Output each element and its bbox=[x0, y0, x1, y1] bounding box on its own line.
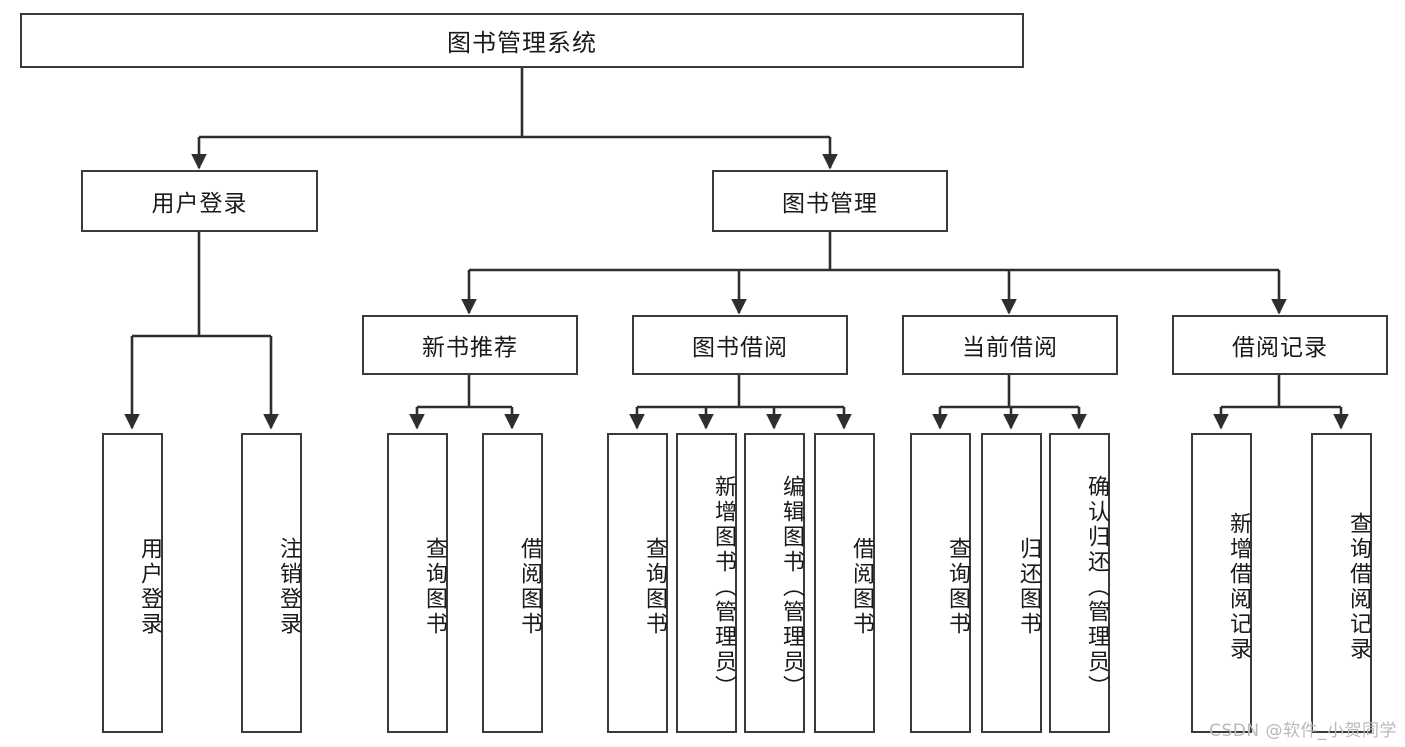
node-label: 查询图书 bbox=[422, 537, 447, 637]
node-label: 借阅记录 bbox=[1232, 335, 1328, 361]
node-label: 用户登录 bbox=[151, 191, 248, 217]
leaf-borrow-book-nb[interactable]: 借阅图书 bbox=[482, 433, 543, 733]
node-label: 借阅图书 bbox=[849, 537, 874, 637]
leaf-confirm-return-admin[interactable]: 确认归还（管理员） bbox=[1049, 433, 1110, 733]
node-label: 查询图书 bbox=[945, 537, 970, 637]
leaf-query-borrow-record[interactable]: 查询借阅记录 bbox=[1311, 433, 1372, 733]
node-label: 当前借阅 bbox=[962, 335, 1058, 361]
node-label: 新书推荐 bbox=[422, 335, 518, 361]
node-book-management[interactable]: 图书管理 bbox=[712, 170, 948, 232]
leaf-logout[interactable]: 注销登录 bbox=[241, 433, 302, 733]
node-book-borrow[interactable]: 图书借阅 bbox=[632, 315, 848, 375]
leaf-add-book-admin[interactable]: 新增图书（管理员） bbox=[676, 433, 737, 733]
leaf-return-book[interactable]: 归还图书 bbox=[981, 433, 1042, 733]
leaf-edit-book-admin[interactable]: 编辑图书（管理员） bbox=[744, 433, 805, 733]
watermark-text: CSDN @软件_小贺同学 bbox=[1209, 721, 1397, 741]
leaf-add-borrow-record[interactable]: 新增借阅记录 bbox=[1191, 433, 1252, 733]
leaf-query-book-nb[interactable]: 查询图书 bbox=[387, 433, 448, 733]
node-user-login[interactable]: 用户登录 bbox=[81, 170, 318, 232]
node-label: 查询借阅记录 bbox=[1346, 512, 1371, 662]
leaf-user-login[interactable]: 用户登录 bbox=[102, 433, 163, 733]
node-label: 图书管理 bbox=[782, 191, 878, 217]
node-label: 新增借阅记录 bbox=[1226, 512, 1251, 662]
node-label: 用户登录 bbox=[137, 537, 162, 637]
node-label: 图书借阅 bbox=[692, 335, 788, 361]
node-label: 注销登录 bbox=[276, 537, 301, 637]
node-label: 图书管理系统 bbox=[447, 29, 597, 57]
node-label: 借阅图书 bbox=[517, 537, 542, 637]
leaf-query-book-cb[interactable]: 查询图书 bbox=[910, 433, 971, 733]
node-new-book-recommend[interactable]: 新书推荐 bbox=[362, 315, 578, 375]
node-label: 编辑图书（管理员） bbox=[779, 474, 804, 700]
node-current-borrow[interactable]: 当前借阅 bbox=[902, 315, 1118, 375]
node-label: 新增图书（管理员） bbox=[711, 474, 736, 700]
leaf-borrow-book-bb[interactable]: 借阅图书 bbox=[814, 433, 875, 733]
leaf-query-book-bb[interactable]: 查询图书 bbox=[607, 433, 668, 733]
node-label: 确认归还（管理员） bbox=[1084, 474, 1109, 700]
node-borrow-record[interactable]: 借阅记录 bbox=[1172, 315, 1388, 375]
node-label: 查询图书 bbox=[642, 537, 667, 637]
node-root-book-management-system[interactable]: 图书管理系统 bbox=[20, 13, 1024, 68]
node-label: 归还图书 bbox=[1016, 537, 1041, 637]
